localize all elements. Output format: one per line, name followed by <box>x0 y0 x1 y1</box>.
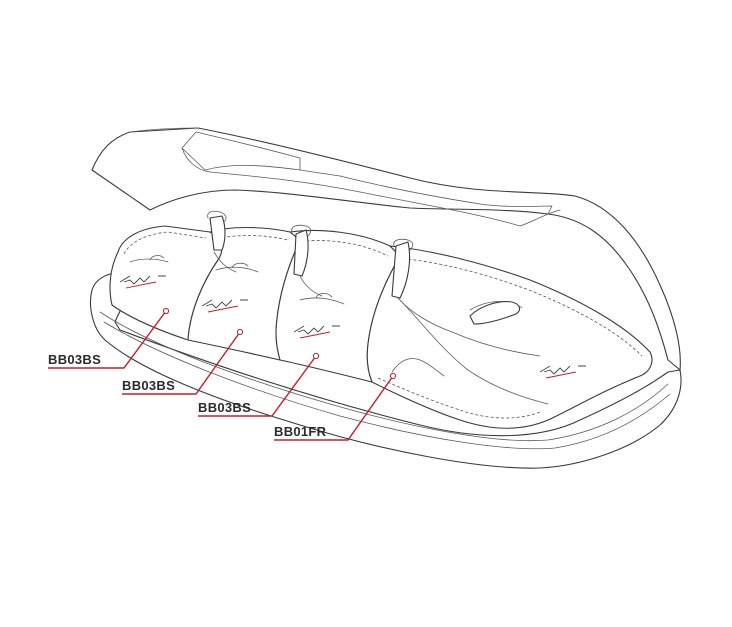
leader-3 <box>198 355 317 417</box>
callout-dot-4 <box>389 372 397 380</box>
bag-4 <box>366 245 653 429</box>
leader-1 <box>48 310 167 369</box>
leader-2 <box>122 331 241 395</box>
callout-label-3: BB03BS <box>198 400 252 415</box>
callout-label-4: BB01FR <box>274 424 327 439</box>
brand-logo-mark <box>119 275 586 379</box>
roof-box-base <box>89 269 682 469</box>
callout-label-2: BB03BS <box>122 378 176 393</box>
callout-dot-3 <box>312 352 320 360</box>
callout-leaders <box>48 307 397 441</box>
callout-label-1: BB03BS <box>48 352 102 367</box>
leader-4 <box>274 375 394 441</box>
callout-dot-1 <box>162 307 170 315</box>
callout-dot-2 <box>236 328 244 336</box>
strap-net <box>207 210 549 405</box>
